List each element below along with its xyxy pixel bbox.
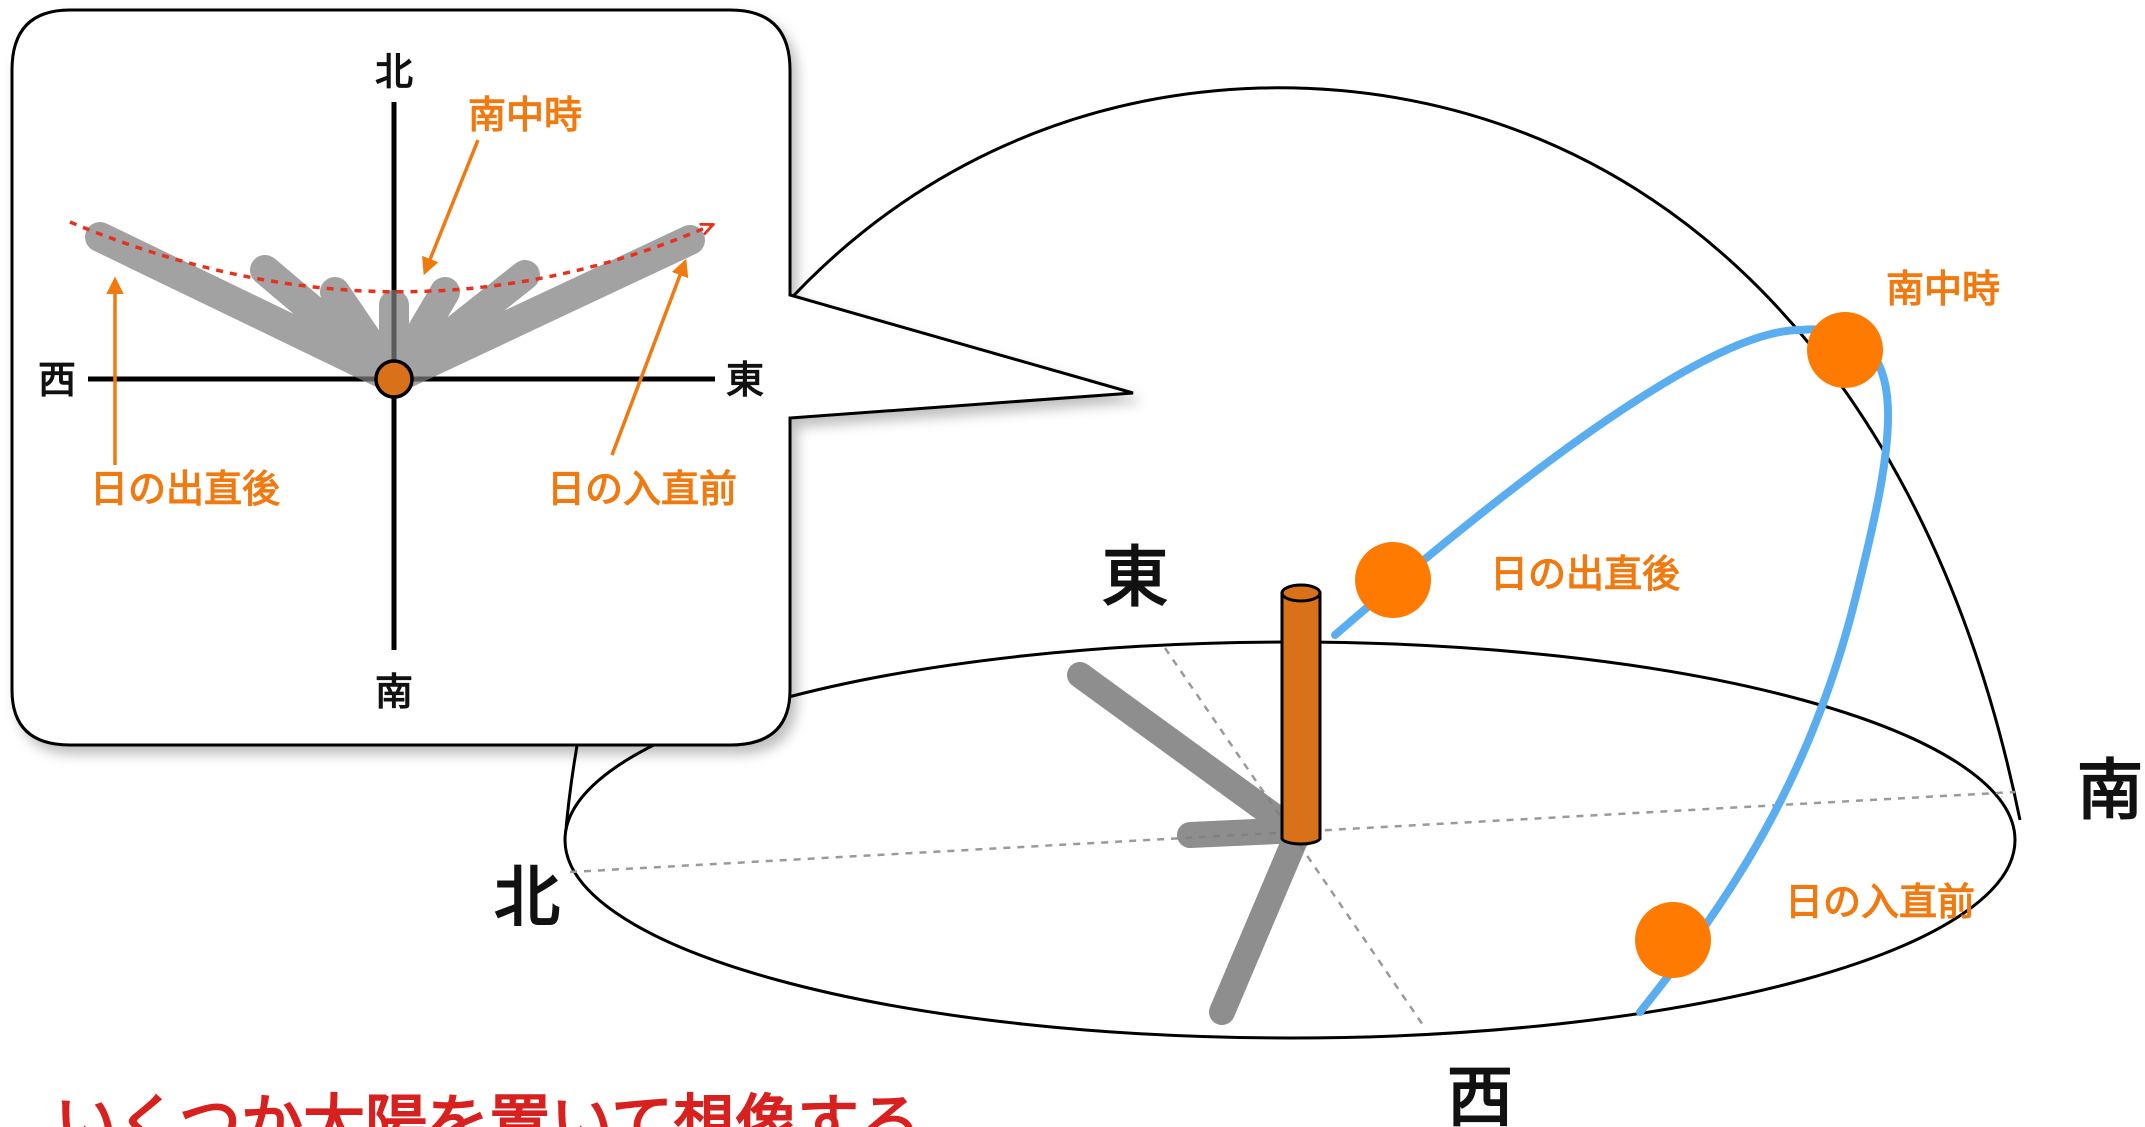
dome-label-before-sunset: 日の入直前	[1785, 880, 1975, 924]
sun-after-sunrise	[1355, 542, 1431, 618]
dome-label-north: 北	[494, 859, 560, 936]
dome-label-west: 西	[1447, 1059, 1513, 1127]
inset-arrow-noon	[422, 139, 480, 276]
inset-label-before-sunset: 日の入直前	[547, 467, 737, 511]
inset-label-west: 西	[38, 358, 76, 402]
dome-label-noon: 南中時	[1886, 267, 2000, 311]
dome: 東 北 南 西 南中時 日の出直後 日の入直前	[494, 86, 2143, 1127]
stick-top	[1280, 583, 1322, 603]
shadow-sunset	[1209, 827, 1308, 1025]
sun-noon	[1807, 312, 1883, 388]
shadow-sunrise	[1067, 662, 1313, 848]
inset-shadow-7	[379, 225, 705, 394]
gnomon-stick	[1280, 583, 1322, 846]
caption: いくつか太陽を置いて想像する	[55, 1087, 921, 1127]
inset-shadow-tip-arrow	[69, 220, 712, 294]
inset-label-north: 北	[375, 50, 413, 94]
inset-label-after-sunrise: 日の出直後	[90, 467, 281, 511]
dome-label-south: 南	[2077, 752, 2143, 829]
inset-label-east: 東	[726, 358, 764, 402]
inset-label-noon: 南中時	[468, 93, 582, 137]
dome-label-after-sunrise: 日の出直後	[1490, 552, 1681, 596]
sun-before-sunset	[1635, 902, 1711, 978]
dome-label-east: 東	[1102, 539, 1168, 616]
inset-label-south: 南	[375, 670, 413, 714]
sun-path	[1331, 325, 1892, 1016]
inset-callout: 北 南 西 東 南中時 日の出直後 日の入直前	[10, 8, 1134, 747]
inset-arrow-sunset	[610, 258, 689, 456]
stick-body	[1280, 591, 1322, 840]
inset-stick-top	[374, 359, 414, 399]
